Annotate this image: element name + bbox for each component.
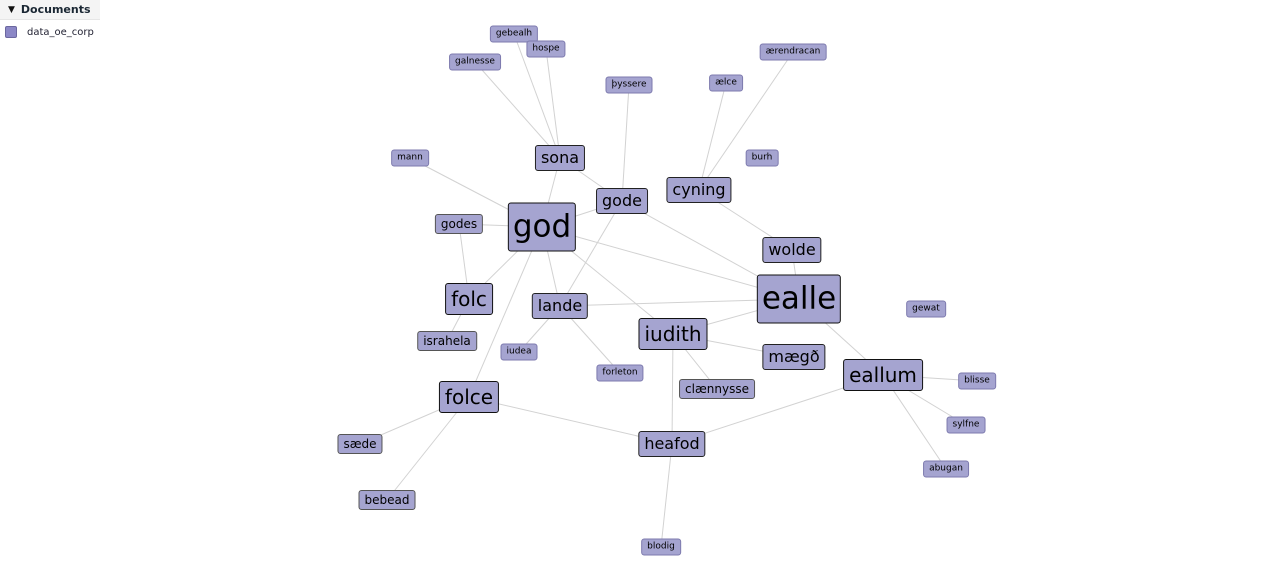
node-galnesse[interactable]: galnesse xyxy=(449,53,501,71)
node-saede[interactable]: sæde xyxy=(337,434,383,454)
node-gode[interactable]: gode xyxy=(596,188,648,214)
node-lande[interactable]: lande xyxy=(531,293,589,319)
edge-cyning-aerendracan xyxy=(698,51,794,191)
edge-folce-heafod xyxy=(468,396,673,445)
node-godes[interactable]: godes xyxy=(434,214,484,234)
edge-sona-gebealh xyxy=(513,33,561,159)
legend-color-swatch xyxy=(5,26,17,38)
edge-cyning-aelce xyxy=(698,82,727,191)
node-folce[interactable]: folce xyxy=(438,381,500,413)
node-cyning[interactable]: cyning xyxy=(666,177,732,203)
node-burh[interactable]: burh xyxy=(745,149,779,167)
node-abugan[interactable]: abugan xyxy=(923,460,969,478)
node-israhela[interactable]: israhela xyxy=(417,331,477,351)
edge-gode-lande xyxy=(559,200,623,307)
node-aelce[interactable]: ælce xyxy=(709,74,743,92)
node-blisse[interactable]: blisse xyxy=(958,372,996,390)
node-forleton[interactable]: forleton xyxy=(596,364,644,382)
node-iudea[interactable]: iudea xyxy=(500,343,538,361)
node-folc[interactable]: folc xyxy=(445,283,493,315)
edge-iudith-heafod xyxy=(671,333,674,445)
edge-sona-galnesse xyxy=(474,61,561,159)
collapse-triangle-icon[interactable]: ▼ xyxy=(8,4,15,15)
legend-header[interactable]: ▼ Documents xyxy=(0,0,100,20)
legend-item-label: data_oe_corp xyxy=(27,26,94,38)
node-maegth[interactable]: mægð xyxy=(762,344,826,370)
node-wolde[interactable]: wolde xyxy=(762,237,822,263)
node-aerendracan[interactable]: ærendracan xyxy=(759,43,827,61)
node-eallum[interactable]: eallum xyxy=(843,359,923,391)
legend-item-data-oe-corp[interactable]: data_oe_corp xyxy=(0,20,100,38)
edge-sona-hospe xyxy=(545,48,561,159)
node-claennysse[interactable]: clænnysse xyxy=(679,379,755,399)
node-hospe[interactable]: hospe xyxy=(526,40,566,58)
node-sylfne[interactable]: sylfne xyxy=(946,416,986,434)
node-bebead[interactable]: bebead xyxy=(358,490,416,510)
edge-gode-pyssere xyxy=(621,84,630,202)
node-god[interactable]: god xyxy=(507,202,577,252)
edge-god-ealle xyxy=(541,226,800,300)
legend-title: Documents xyxy=(20,3,91,16)
node-heafod[interactable]: heafod xyxy=(638,431,706,457)
edge-folce-bebead xyxy=(386,396,470,501)
node-sona[interactable]: sona xyxy=(534,145,586,171)
documents-legend: ▼ Documents data_oe_corp xyxy=(0,0,100,38)
node-gewat[interactable]: gewat xyxy=(906,300,946,318)
edge-heafod-blodig xyxy=(660,443,673,548)
node-gebealh[interactable]: gebealh xyxy=(489,25,539,43)
edge-god-folce xyxy=(468,226,543,398)
node-iudith[interactable]: iudith xyxy=(638,318,708,350)
node-mann[interactable]: mann xyxy=(391,149,429,167)
node-blodig[interactable]: blodig xyxy=(641,538,681,556)
node-ealle[interactable]: ealle xyxy=(756,274,842,324)
node-pyssere[interactable]: þyssere xyxy=(605,76,653,94)
